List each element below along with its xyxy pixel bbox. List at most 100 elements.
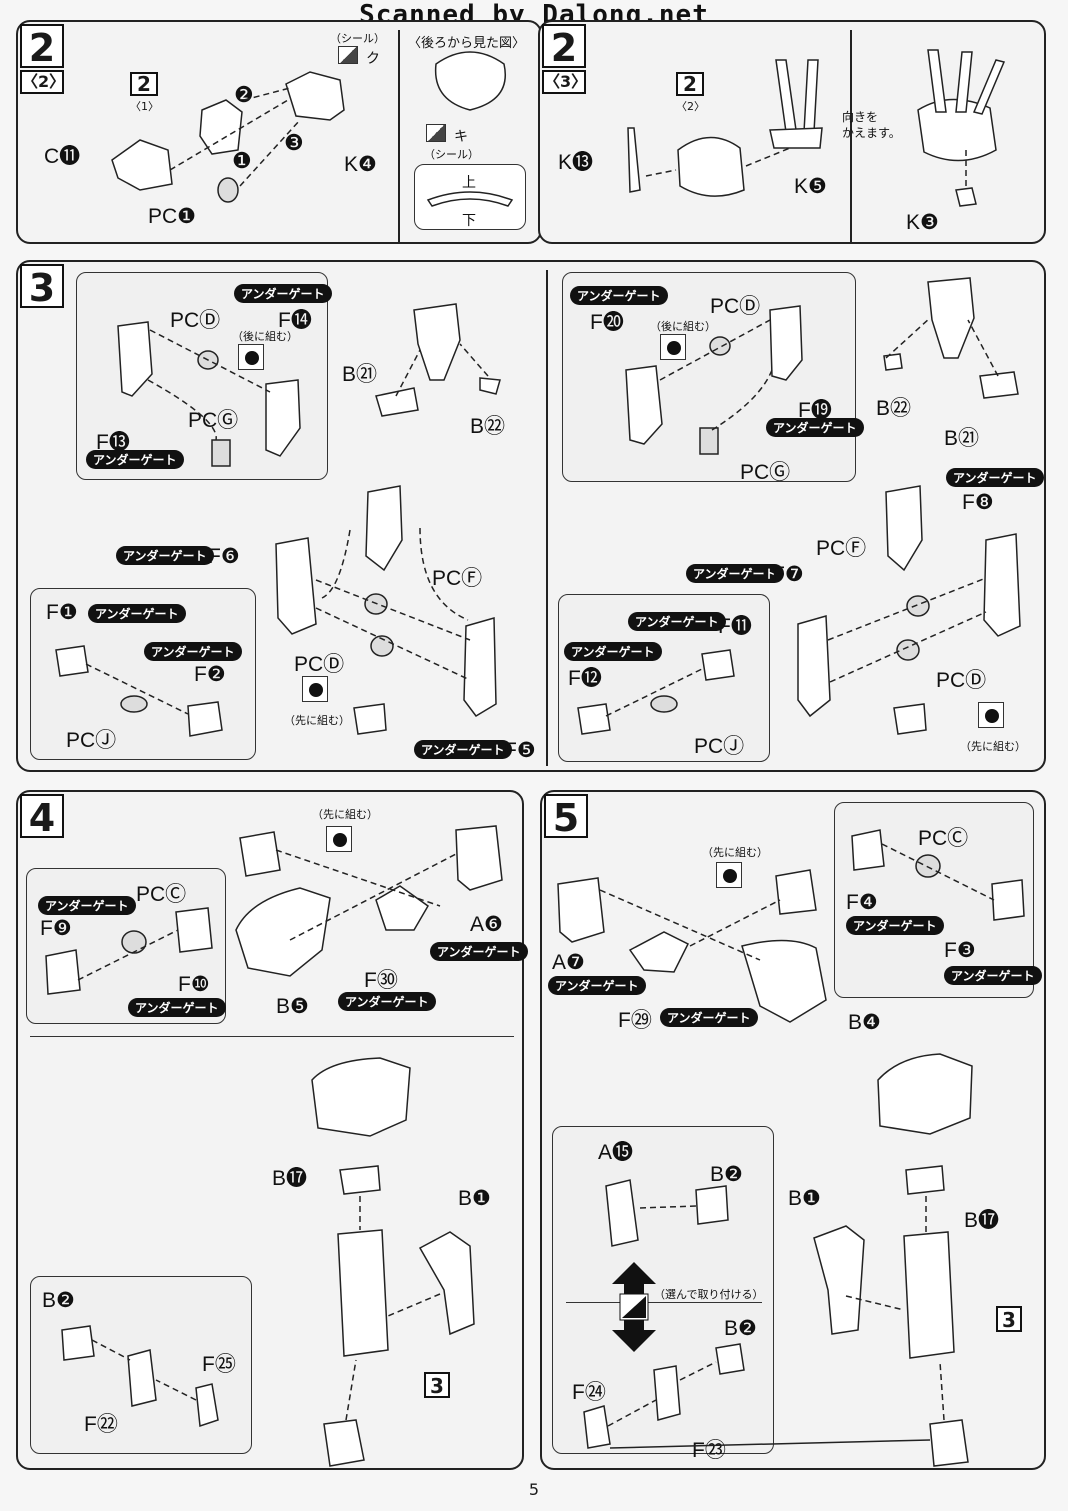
part-head-2b [677,136,745,197]
label-k13: K⓭ [558,151,594,174]
part-k3 [955,187,977,207]
part-b22 [479,377,501,395]
part-b2 [61,1325,95,1361]
part-a7 [557,877,605,943]
part-b1-5 [813,1225,865,1335]
part-f2 [187,701,223,737]
under-gate-badge: アンダーゲート [86,450,184,469]
under-gate-badge: アンダーゲート [116,546,214,565]
label-pcf: PCⒻ [432,567,483,590]
under-gate-badge: アンダーゲート [38,896,136,915]
substep-label: 〈3〉 [542,70,587,94]
label-f11: F⓫ [718,615,752,638]
label-f4: F❹ [846,891,878,914]
label-pcd: PCⒹ [170,309,221,332]
under-gate-badge: アンダーゲート [88,604,186,623]
substep-label: 〈2〉 [20,70,65,94]
label-b1: B❶ [458,1187,491,1210]
part-pcc-5 [915,854,941,878]
label-b1: B❶ [788,1187,821,1210]
turn-note-1: 向きを [842,110,879,124]
label-pcc: PCⒸ [918,827,969,850]
label-f22: F㉒ [84,1413,118,1436]
part-f11 [701,649,735,681]
label-pcg: PCⒼ [740,461,791,484]
label-b22: B㉒ [876,397,912,420]
first-note: （先に組む） [702,846,768,859]
part-pcj [120,695,148,713]
label-b5: B❺ [276,995,309,1018]
under-gate-badge: アンダーゲート [128,998,226,1017]
label-f6: F❻ [208,545,240,568]
label-pcd-2: PCⒹ [294,653,345,676]
under-gate-badge: アンダーゲート [846,916,944,935]
part-f30 [375,885,429,931]
part-f10 [175,907,213,953]
divider [566,1302,762,1303]
part-shoulder-armor-5 [877,1053,973,1135]
part-f9 [45,949,81,995]
part-c11 [111,139,173,191]
label-k5: K❺ [794,175,827,198]
choose-arrows [612,1262,656,1352]
page-number: 5 [528,1480,540,1499]
assembly-order-icon [302,676,328,702]
orientation-down: 下 [462,213,476,229]
label-a7: A❼ [552,951,585,974]
label-f14: F⓮ [278,309,312,332]
arrow-step-3: ❸ [284,130,304,155]
orientation-up: 上 [462,175,476,191]
label-f20: F⓴ [590,311,624,334]
ref-step: 2 [676,72,704,96]
label-pc1: PC❶ [148,205,196,228]
label-a15: A⓯ [598,1141,634,1164]
part-back-view [434,51,506,111]
part-f3 [991,879,1025,921]
step-number: 2 [20,24,64,70]
part-upper-arm-5 [903,1231,955,1359]
label-c11: C⓫ [44,145,81,168]
part-b2-5 [695,1185,729,1225]
choose-note: （選んで取り付ける） [654,1288,764,1301]
seal-sticker-icon-2 [426,124,446,142]
arrow-step-1: ❶ [232,148,252,173]
divider [850,30,852,242]
under-gate-badge: アンダーゲート [628,612,726,631]
label-b4: B❹ [848,1011,881,1034]
label-b21: B㉑ [944,427,980,450]
part-b2-5b [715,1343,745,1375]
under-gate-badge: アンダーゲート [338,992,436,1011]
seal-ki: キ [454,129,468,145]
part-foot-joint [353,703,387,735]
under-gate-badge: アンダーゲート [548,976,646,995]
part-b4 [741,939,827,1023]
label-f10: F❿ [178,973,210,996]
part-foot-joint-r [893,703,927,735]
label-pcd-2: PCⒹ [936,669,987,692]
label-pcf: PCⒻ [816,537,867,560]
part-pcg [211,439,231,467]
label-b17: B⓱ [272,1167,308,1190]
part-a15 [605,1179,639,1247]
label-k4: K❹ [344,153,377,176]
under-gate-badge: アンダーゲート [430,942,528,961]
label-f24: F㉔ [572,1381,606,1404]
label-pcd: PCⒹ [710,295,761,318]
divider [398,30,400,242]
part-b21 [375,387,419,417]
under-gate-badge: アンダーゲート [144,642,242,661]
part-f25 [195,1383,219,1428]
under-gate-badge: アンダーゲート [944,966,1042,985]
seal-ku: ク [366,51,380,67]
assembly-order-icon [238,344,264,370]
under-gate-badge: アンダーゲート [766,418,864,437]
under-gate-badge: アンダーゲート [686,564,784,583]
label-f30: F㉚ [364,969,398,992]
step-number: 5 [544,794,588,840]
under-gate-badge: アンダーゲート [564,642,662,661]
assembly-order-icon [326,826,352,852]
under-gate-badge: アンダーゲート [414,740,512,759]
part-pcf-r [906,595,930,617]
label-pcc: PCⒸ [136,883,187,906]
